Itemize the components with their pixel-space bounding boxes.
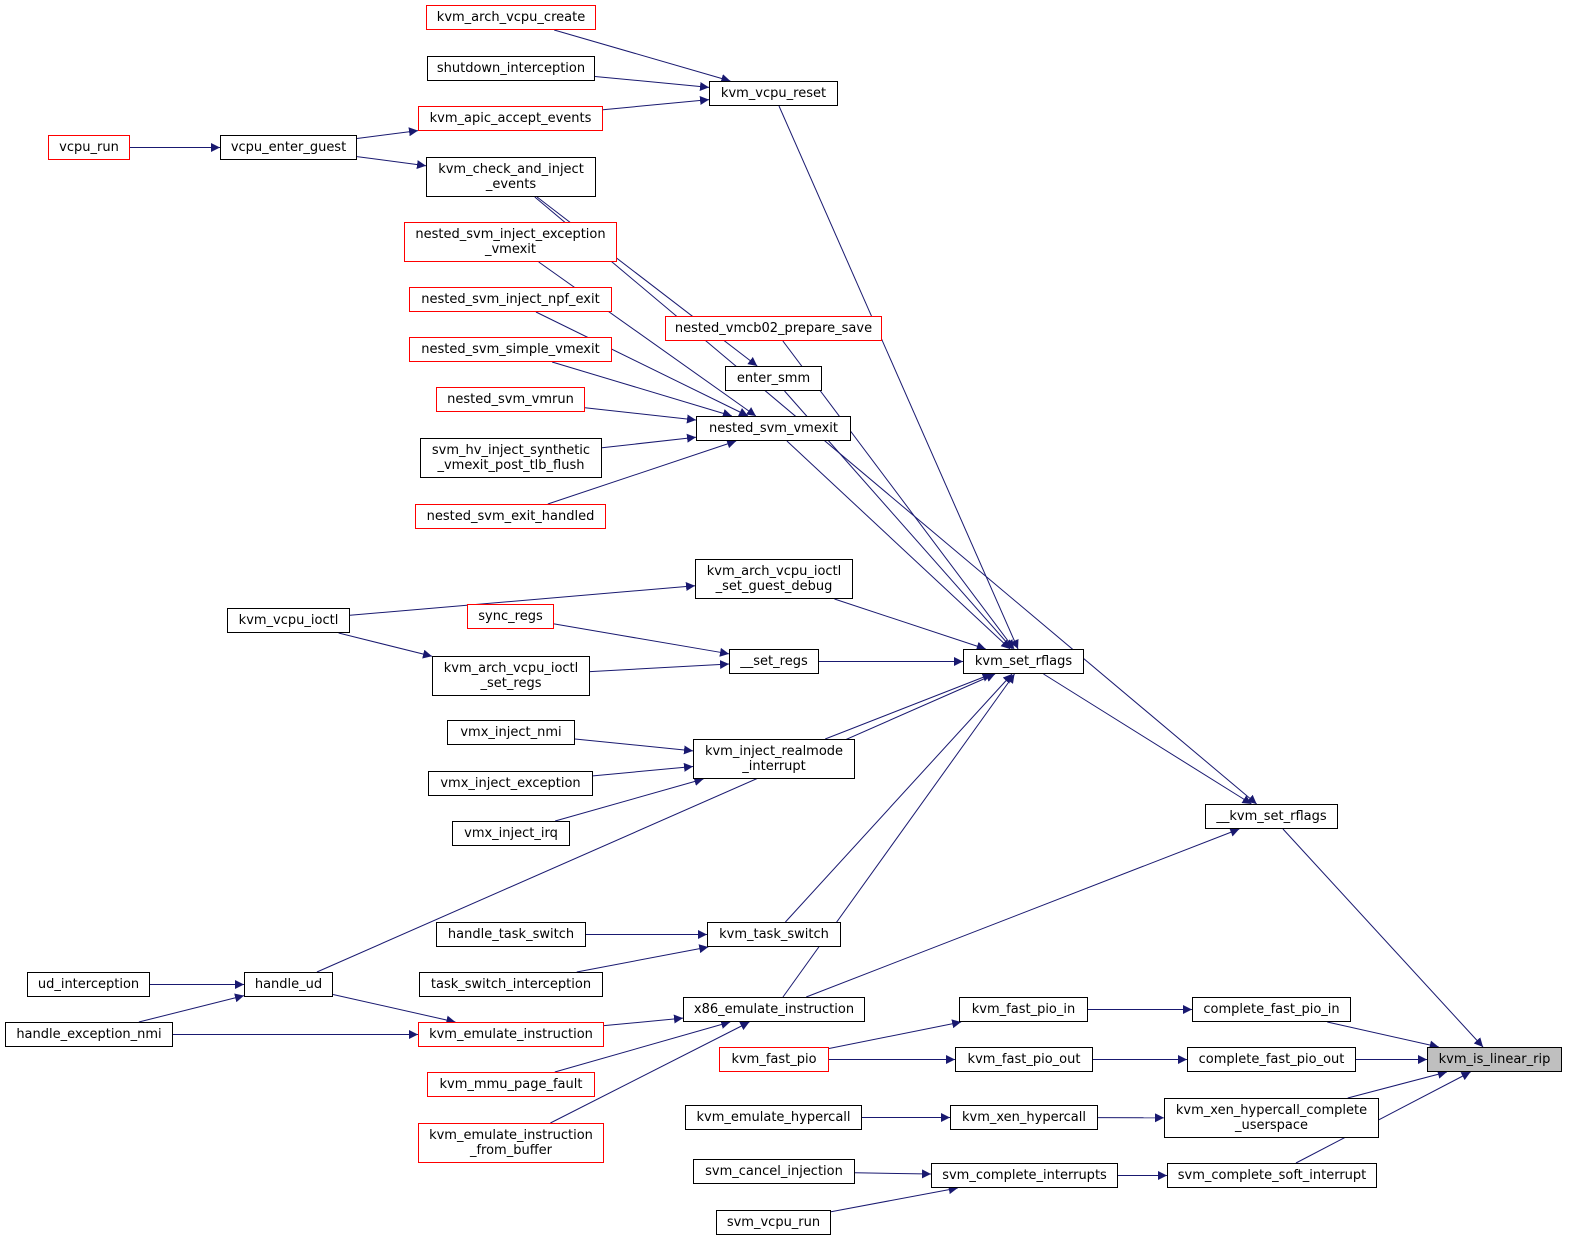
node-kvm-arch-vcpu-ioctl-set-regs[interactable]: kvm_arch_vcpu_ioctl _set_regs bbox=[432, 656, 590, 696]
node-kvm-mmu-page-fault[interactable]: kvm_mmu_page_fault bbox=[427, 1072, 595, 1097]
edge-svm_complete_soft_interrupt-to-kvm_is_linear_rip bbox=[1295, 1071, 1471, 1164]
node-kvm-set-rflags-internal[interactable]: __kvm_set_rflags bbox=[1205, 804, 1338, 829]
node-enter-smm[interactable]: enter_smm bbox=[725, 366, 822, 391]
node-svm-complete-soft-interrupt[interactable]: svm_complete_soft_interrupt bbox=[1167, 1163, 1377, 1188]
node-kvm-arch-vcpu-create[interactable]: kvm_arch_vcpu_create bbox=[426, 5, 596, 30]
node-kvm-xen-hypercall[interactable]: kvm_xen_hypercall bbox=[950, 1105, 1098, 1130]
edge-task_switch_interception-to-kvm_task_switch bbox=[576, 944, 709, 973]
node-kvm-fast-pio[interactable]: kvm_fast_pio bbox=[719, 1047, 829, 1072]
node-sync-regs[interactable]: sync_regs bbox=[467, 604, 554, 629]
edge-kvm_vcpu_ioctl-to-kvm_arch_vcpu_ioctl_set_regs bbox=[338, 632, 433, 659]
edge-sync_regs-to-__set_regs bbox=[553, 623, 730, 657]
edge-handle_exception_nmi-to-handle_ud bbox=[138, 993, 245, 1023]
node-complete-fast-pio-out[interactable]: complete_fast_pio_out bbox=[1187, 1047, 1356, 1072]
node-kvm-xen-hypercall-complete-userspace[interactable]: kvm_xen_hypercall_complete _userspace bbox=[1164, 1098, 1379, 1138]
edge-kvm_fast_pio-to-kvm_fast_pio_in bbox=[828, 1019, 962, 1049]
edge-nested_svm_inject_npf_exit-to-nested_svm_vmexit bbox=[535, 311, 749, 417]
node-kvm-apic-accept-events[interactable]: kvm_apic_accept_events bbox=[418, 106, 603, 131]
node-kvm-is-linear-rip[interactable]: kvm_is_linear_rip bbox=[1427, 1047, 1562, 1072]
edge-vmx_inject_nmi-to-kvm_inject_realmode_interrupt bbox=[574, 738, 694, 755]
node-nested-svm-vmrun[interactable]: nested_svm_vmrun bbox=[436, 387, 585, 412]
edge-__kvm_set_rflags-to-kvm_is_linear_rip bbox=[1282, 828, 1484, 1048]
edge-handle_ud-to-kvm_emulate_instruction bbox=[332, 994, 456, 1025]
node-svm-vcpu-run[interactable]: svm_vcpu_run bbox=[716, 1210, 831, 1235]
node-x86-emulate-instruction[interactable]: x86_emulate_instruction bbox=[683, 997, 865, 1022]
node-svm-cancel-injection[interactable]: svm_cancel_injection bbox=[693, 1159, 855, 1184]
node-vmx-inject-nmi[interactable]: vmx_inject_nmi bbox=[447, 720, 575, 745]
edge-vmx_inject_exception-to-kvm_inject_realmode_interrupt bbox=[592, 762, 694, 777]
edge-nested_svm_exit_handled-to-nested_svm_vmexit bbox=[547, 439, 737, 505]
edge-kvm_emulate_instruction-to-x86_emulate_instruction bbox=[603, 1014, 684, 1027]
node-kvm-fast-pio-in[interactable]: kvm_fast_pio_in bbox=[959, 997, 1088, 1022]
edge-kvm_apic_accept_events-to-kvm_vcpu_reset bbox=[602, 96, 710, 111]
edge-kvm_vcpu_reset-to-kvm_set_rflags bbox=[778, 105, 1019, 650]
node-nested-svm-inject-exception-vmexit[interactable]: nested_svm_inject_exception _vmexit bbox=[404, 222, 617, 262]
node-nested-svm-simple-vmexit[interactable]: nested_svm_simple_vmexit bbox=[409, 337, 612, 362]
node-kvm-task-switch[interactable]: kvm_task_switch bbox=[707, 922, 841, 947]
node-kvm-fast-pio-out[interactable]: kvm_fast_pio_out bbox=[955, 1047, 1093, 1072]
node-kvm-check-and-inject-events[interactable]: kvm_check_and_inject _events bbox=[426, 157, 596, 197]
edge-nested_vmcb02_prepare_save-to-kvm_set_rflags bbox=[782, 340, 1015, 650]
edge-kvm_arch_vcpu_create-to-kvm_vcpu_reset bbox=[554, 29, 731, 83]
node-ud-interception[interactable]: ud_interception bbox=[27, 972, 150, 997]
node-vcpu-enter-guest[interactable]: vcpu_enter_guest bbox=[220, 135, 357, 160]
node-handle-ud[interactable]: handle_ud bbox=[244, 972, 333, 997]
edge-nested_svm_vmexit-to-kvm_set_rflags bbox=[786, 440, 1011, 650]
edge-complete_fast_pio_in-to-kvm_is_linear_rip bbox=[1327, 1021, 1439, 1050]
edge-vcpu_enter_guest-to-kvm_check_and_inject_events bbox=[356, 156, 427, 170]
node-complete-fast-pio-in[interactable]: complete_fast_pio_in bbox=[1192, 997, 1351, 1022]
node-task-switch-interception[interactable]: task_switch_interception bbox=[419, 972, 603, 997]
edge-kvm_inject_realmode_interrupt-to-kvm_set_rflags bbox=[824, 673, 992, 740]
node-handle-exception-nmi[interactable]: handle_exception_nmi bbox=[5, 1022, 173, 1047]
node-kvm-set-rflags[interactable]: kvm_set_rflags bbox=[963, 649, 1084, 674]
node-kvm-inject-realmode-interrupt[interactable]: kvm_inject_realmode _interrupt bbox=[693, 739, 855, 779]
node-handle-task-switch[interactable]: handle_task_switch bbox=[436, 922, 586, 947]
edge-x86_emulate_instruction-to-__kvm_set_rflags bbox=[806, 828, 1240, 998]
node-kvm-emulate-hypercall[interactable]: kvm_emulate_hypercall bbox=[685, 1105, 862, 1130]
edge-svm_vcpu_run-to-svm_complete_interrupts bbox=[830, 1185, 958, 1213]
edge-kvm_task_switch-to-kvm_set_rflags bbox=[785, 673, 1013, 923]
edge-handle_ud-to-kvm_set_rflags bbox=[316, 673, 996, 973]
edge-nested_svm_vmrun-to-nested_svm_vmexit bbox=[584, 407, 697, 424]
node-set-regs[interactable]: __set_regs bbox=[729, 649, 819, 674]
edge-nested_svm_simple_vmexit-to-nested_svm_vmexit bbox=[551, 361, 733, 418]
edge-kvm_xen_hypercall_complete_userspace-to-kvm_is_linear_rip bbox=[1347, 1069, 1447, 1099]
node-nested-vmcb02-prepare-save[interactable]: nested_vmcb02_prepare_save bbox=[665, 316, 882, 341]
edge-shutdown_interception-to-kvm_vcpu_reset bbox=[594, 76, 710, 91]
node-kvm-vcpu-ioctl[interactable]: kvm_vcpu_ioctl bbox=[227, 608, 350, 633]
edge-kvm_set_rflags-to-__kvm_set_rflags bbox=[1043, 673, 1252, 805]
node-vmx-inject-irq[interactable]: vmx_inject_irq bbox=[452, 821, 570, 846]
node-kvm-vcpu-reset[interactable]: kvm_vcpu_reset bbox=[709, 81, 838, 106]
edge-svm_cancel_injection-to-svm_complete_interrupts bbox=[854, 1169, 932, 1179]
node-vmx-inject-exception[interactable]: vmx_inject_exception bbox=[428, 771, 593, 796]
edge-kvm_arch_vcpu_ioctl_set_regs-to-__set_regs bbox=[589, 659, 730, 673]
node-svm-complete-interrupts[interactable]: svm_complete_interrupts bbox=[931, 1163, 1118, 1188]
edge-vcpu_enter_guest-to-kvm_apic_accept_events bbox=[356, 127, 419, 140]
node-svm-hv-inject-synthetic-vmexit-post-tlb-flush[interactable]: svm_hv_inject_synthetic _vmexit_post_tlb… bbox=[420, 438, 602, 478]
node-nested-svm-vmexit[interactable]: nested_svm_vmexit bbox=[696, 416, 851, 441]
edge-svm_hv_inject_synthetic_vmexit_post_tlb_flush-to-nested_svm_vmexit bbox=[601, 433, 697, 449]
node-vcpu-run[interactable]: vcpu_run bbox=[48, 135, 130, 160]
edge-kvm_check_and_inject_events-to-__kvm_set_rflags bbox=[534, 196, 1257, 805]
edge-kvm_vcpu_ioctl-to-kvm_arch_vcpu_ioctl_set_guest_debug bbox=[349, 582, 696, 616]
node-kvm-emulate-instruction-from-buffer[interactable]: kvm_emulate_instruction _from_buffer bbox=[418, 1123, 604, 1163]
edge-vmx_inject_irq-to-kvm_inject_realmode_interrupt bbox=[554, 777, 704, 822]
node-shutdown-interception[interactable]: shutdown_interception bbox=[427, 56, 595, 81]
edge-kvm_mmu_page_fault-to-x86_emulate_instruction bbox=[554, 1020, 731, 1073]
node-nested-svm-exit-handled[interactable]: nested_svm_exit_handled bbox=[415, 504, 606, 529]
node-nested-svm-inject-npf-exit[interactable]: nested_svm_inject_npf_exit bbox=[409, 287, 612, 312]
edge-kvm_emulate_instruction_from_buffer-to-x86_emulate_instruction bbox=[550, 1021, 750, 1124]
node-kvm-emulate-instruction[interactable]: kvm_emulate_instruction bbox=[418, 1022, 604, 1047]
edge-x86_emulate_instruction-to-kvm_set_rflags bbox=[782, 673, 1015, 998]
node-kvm-arch-vcpu-ioctl-set-guest-debug[interactable]: kvm_arch_vcpu_ioctl _set_guest_debug bbox=[695, 559, 853, 599]
edge-kvm_arch_vcpu_ioctl_set_guest_debug-to-kvm_set_rflags bbox=[834, 598, 986, 651]
